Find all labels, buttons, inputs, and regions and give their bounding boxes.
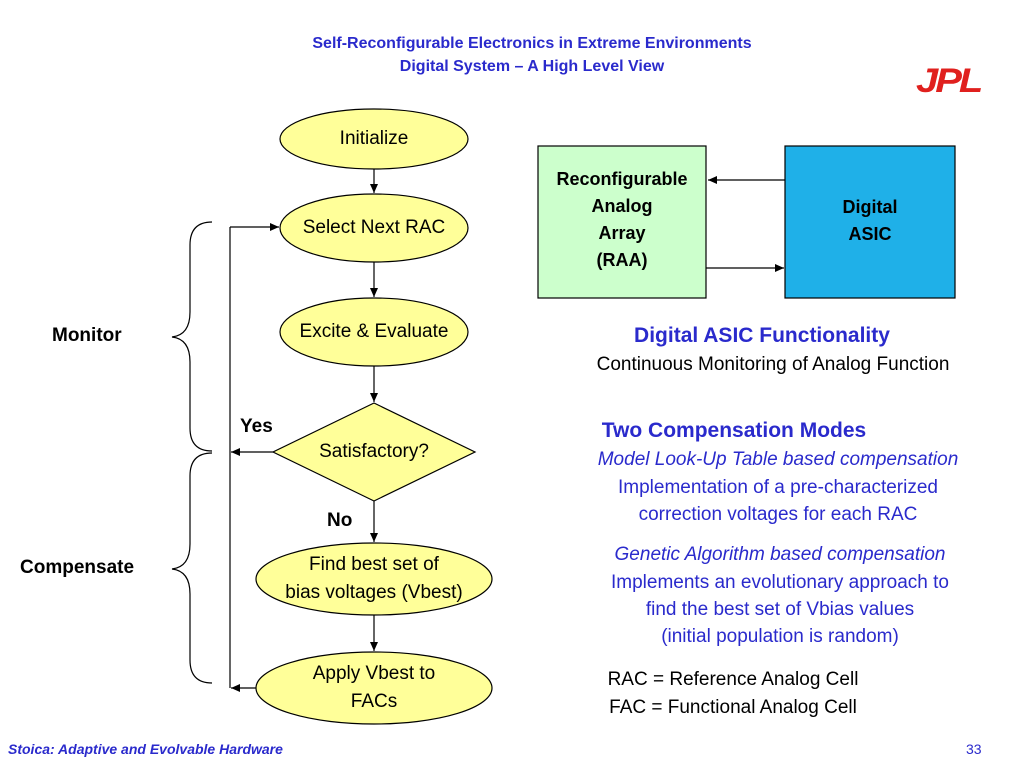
digital-asic-label: Digital ASIC <box>785 194 955 248</box>
mode2-title: Genetic Algorithm based compensation <box>614 544 946 565</box>
raa-label-line2: Analog <box>591 196 653 216</box>
digital-asic-box <box>784 145 956 299</box>
raa-box <box>537 145 707 299</box>
find-best-label-line1: Find best set of <box>309 553 439 575</box>
satisfactory-label: Satisfactory? <box>319 440 429 462</box>
raa-label-line1: Reconfigurable <box>556 169 688 189</box>
mode2-line1: Implements an evolutionary approach to <box>611 572 949 593</box>
compensate-label: Compensate <box>20 557 135 578</box>
raa-label: Reconfigurable Analog Array (RAA) <box>538 166 706 274</box>
mode2-line3: (initial population is random) <box>661 626 899 647</box>
asic-functionality-heading: Digital ASIC Functionality <box>634 324 890 347</box>
compensation-modes-heading: Two Compensation Modes <box>601 419 867 442</box>
page-number: 33 <box>966 741 982 757</box>
mode1-line2: correction voltages for each RAC <box>638 504 918 525</box>
jpl-logo: JPL <box>916 62 983 100</box>
title-line-1: Self-Reconfigurable Electronics in Extre… <box>312 35 752 52</box>
yes-label: Yes <box>240 416 273 437</box>
excite-evaluate-label: Excite & Evaluate <box>299 320 449 342</box>
mode1-title: Model Look-Up Table based compensation <box>597 449 959 470</box>
mode1-line1: Implementation of a pre-characterized <box>618 477 938 498</box>
initialize-label: Initialize <box>339 127 409 149</box>
apply-vbest-label-line2: FACs <box>350 690 398 712</box>
title-line-2: Digital System – A High Level View <box>399 58 665 75</box>
raa-label-line4: (RAA) <box>596 250 648 270</box>
rac-definition: RAC = Reference Analog Cell <box>607 669 859 690</box>
find-best-label-line2: bias voltages (Vbest) <box>285 581 463 603</box>
mode2-line2: find the best set of Vbias values <box>645 599 915 620</box>
fac-definition: FAC = Functional Analog Cell <box>609 697 857 718</box>
apply-vbest-label-line1: Apply Vbest to <box>312 662 436 684</box>
no-label: No <box>327 510 353 531</box>
asic-label-line2: ASIC <box>848 224 892 244</box>
asic-label-line1: Digital <box>842 197 898 217</box>
asic-functionality-desc: Continuous Monitoring of Analog Function <box>596 354 950 375</box>
compensate-brace <box>171 452 213 684</box>
monitor-brace <box>171 221 213 452</box>
footer-source: Stoica: Adaptive and Evolvable Hardware <box>8 741 283 757</box>
raa-label-line3: Array <box>598 223 646 243</box>
monitor-label: Monitor <box>52 325 122 346</box>
select-next-rac-label: Select Next RAC <box>302 216 446 238</box>
